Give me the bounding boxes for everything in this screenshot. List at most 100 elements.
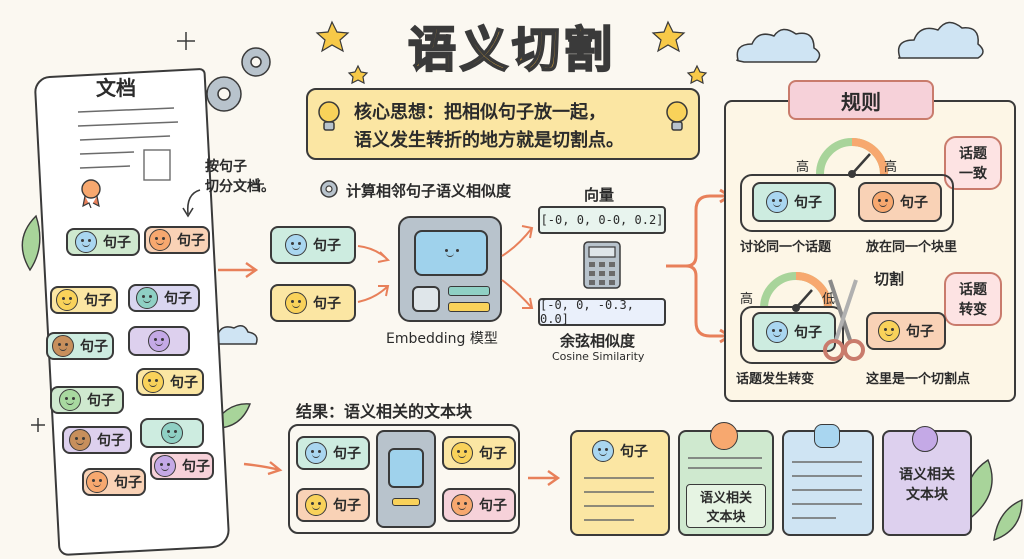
face-icon — [766, 191, 788, 213]
topic-same-l1: 话题 — [959, 146, 987, 162]
page-title: 语义切割 — [376, 14, 648, 79]
split-note-line1: 按句子 — [205, 159, 247, 175]
sentence-label: 句子 — [87, 393, 115, 409]
face-icon — [136, 287, 158, 309]
sentence-label: 句子 — [900, 195, 928, 211]
rules-title: 规则 — [841, 89, 881, 114]
core-idea-line2: 语义发生转折的地方就是切割点。 — [354, 130, 624, 151]
chunk-lines — [792, 461, 862, 519]
face-icon — [142, 371, 164, 393]
sentence-label: 句子 — [170, 375, 198, 391]
robot-panel — [448, 286, 490, 296]
chunk-4-label: 语义相关 文本块 — [886, 460, 968, 508]
vector-bottom: [-0, 0, -0.3, 0.0] — [538, 298, 666, 326]
face-icon — [878, 320, 900, 342]
put-same-block-label: 放在同一个块里 — [866, 240, 958, 255]
cut-label: 切割 — [874, 270, 905, 288]
doc-sentence-chip: 句子 — [46, 332, 114, 360]
chunk-label-l1: 语义相关 — [699, 491, 752, 506]
sentence-label: 句子 — [906, 324, 934, 340]
robot-panel — [392, 498, 420, 506]
robot-dial — [412, 286, 440, 312]
robot-panel — [448, 302, 490, 312]
sentence-label: 句子 — [97, 433, 125, 449]
input-sentence-2: 句子 — [270, 284, 356, 322]
sentence-label: 句子 — [313, 238, 341, 254]
doc-sentence-chip: 句子 — [128, 284, 200, 312]
chunk-sentence: 句子 — [578, 436, 662, 466]
topic-changed-label: 话题发生转变 — [736, 372, 815, 387]
chunk-label-l1: 语义相关 — [899, 467, 955, 483]
lightbulb-icon — [316, 100, 342, 134]
face-icon — [149, 229, 171, 251]
document-label: 文档 — [96, 76, 136, 100]
face-icon — [451, 494, 473, 516]
face-icon — [451, 442, 473, 464]
cosine-en-label: Cosine Similarity — [552, 350, 645, 363]
sentence-label: 句子 — [620, 444, 648, 460]
shift-group-left — [740, 306, 844, 364]
document-lines — [77, 107, 179, 181]
arrow-right-icon — [218, 262, 259, 278]
gear-icon — [318, 178, 340, 200]
compute-label: 计算相邻句子语义相似度 — [346, 182, 512, 200]
split-note-line2: 切分文档。 — [205, 179, 275, 195]
arrows-to-model — [357, 245, 391, 303]
embedding-robot — [398, 216, 502, 322]
face-icon — [592, 440, 614, 462]
result-sentence: 句子 — [442, 436, 516, 470]
result-label: 结果：语义相关的文本块 — [296, 402, 473, 421]
discuss-same-label: 讨论同一个话题 — [740, 240, 832, 255]
gauge-high-right: 高 — [884, 160, 898, 175]
cosine-label: 余弦相似度 — [560, 332, 636, 350]
result-sentence: 句子 — [296, 488, 370, 522]
chunk-lines — [688, 457, 762, 469]
sentence-label: 句子 — [333, 498, 361, 514]
doc-sentence-chip: 句子 — [62, 426, 132, 454]
gauge-low-low: 低 — [822, 292, 836, 307]
face-icon — [75, 231, 97, 253]
face-icon — [59, 389, 81, 411]
face-icon — [305, 442, 327, 464]
face-icon — [305, 494, 327, 516]
arrows-to-vectors — [501, 225, 534, 309]
gauge-high-left: 高 — [796, 160, 810, 175]
doc-sentence-chip — [140, 418, 204, 448]
gauge-high-icon — [816, 138, 888, 178]
topic-same-bubble: 话题 一致 — [944, 136, 1002, 190]
result-robot — [376, 430, 436, 528]
doc-sentence-chip: 句子 — [136, 368, 204, 396]
curved-arrow-icon — [182, 189, 201, 218]
scissors-icon — [823, 279, 865, 361]
sentence-label: 句子 — [479, 446, 507, 462]
face-icon — [285, 292, 307, 314]
arrow-right-icon — [243, 461, 283, 476]
sentence-label: 句子 — [794, 195, 822, 211]
face-icon — [148, 330, 170, 352]
calculator-icon — [582, 240, 622, 290]
rule-sentence: 句子 — [752, 312, 836, 352]
robot-face-icon — [440, 242, 464, 266]
vector-top-text: [-0, 0, 0-0, 0.2] — [540, 213, 664, 227]
doc-sentence-chip: 句子 — [50, 386, 124, 414]
same-topic-group — [740, 174, 954, 232]
sentence-label: 句子 — [177, 233, 205, 249]
face-icon — [285, 234, 307, 256]
input-sentence-1: 句子 — [270, 226, 356, 264]
robot-screen — [414, 230, 488, 276]
sentence-label: 句子 — [333, 446, 361, 462]
face-icon — [154, 455, 176, 477]
vector-bottom-text: [-0, 0, -0.3, 0.0] — [540, 298, 634, 326]
topic-shift-l2: 转变 — [959, 302, 987, 318]
sentence-label: 句子 — [313, 296, 341, 312]
vector-top: [-0, 0, 0-0, 0.2] — [538, 206, 666, 234]
result-sentence: 句子 — [442, 488, 516, 522]
result-sentence: 句子 — [296, 436, 370, 470]
doc-sentence-chip — [128, 326, 190, 356]
face-icon — [69, 429, 91, 451]
chunk-face-icon — [710, 422, 738, 450]
doc-sentence-chip: 句子 — [82, 468, 146, 496]
core-idea-line1: 核心思想：把相似句子放一起， — [354, 102, 606, 123]
embedding-model-label: Embedding 模型 — [386, 331, 498, 347]
rule-sentence: 句子 — [866, 312, 946, 350]
